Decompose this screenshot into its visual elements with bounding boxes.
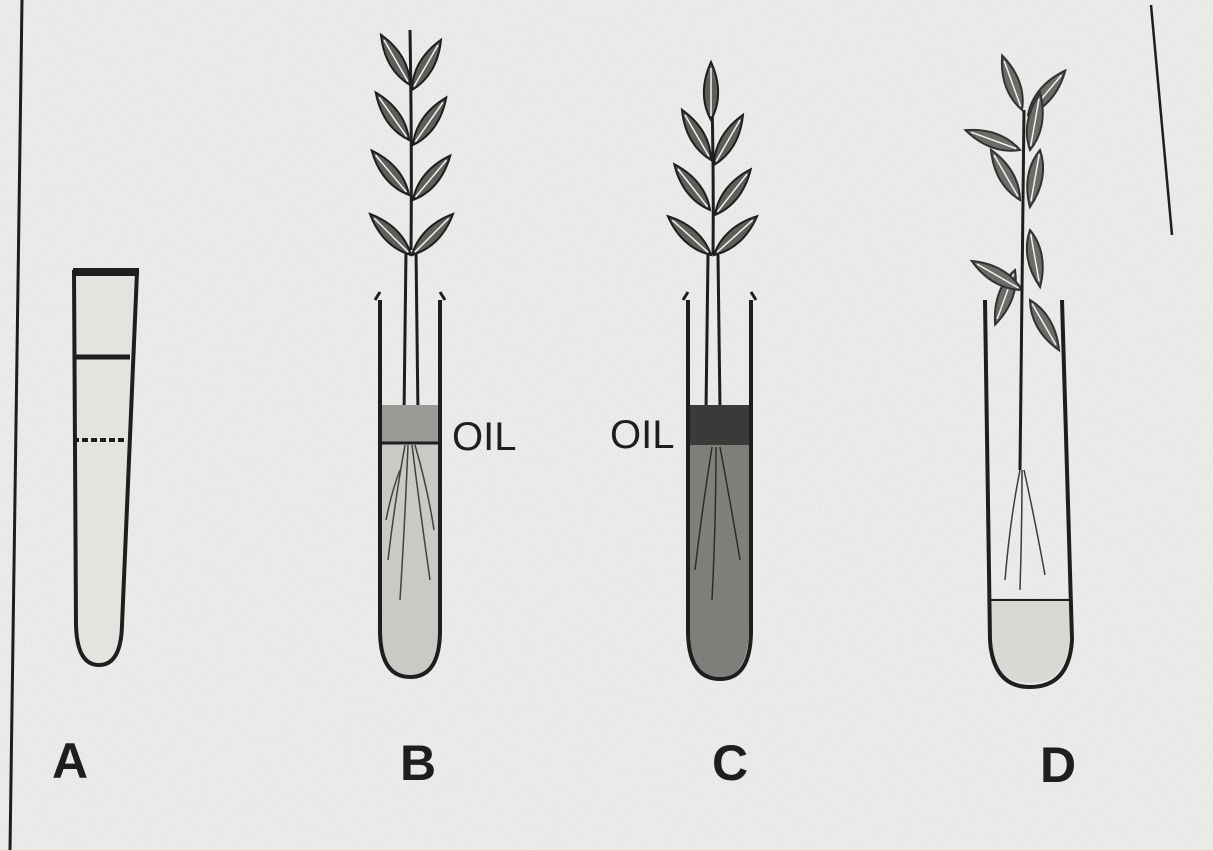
- oil-label-b: OIL: [452, 415, 516, 459]
- panel-label-b: B: [400, 735, 436, 791]
- panel-label-c: C: [712, 735, 748, 791]
- oil-label-c: OIL: [610, 413, 674, 457]
- panel-label-a: A: [52, 733, 88, 789]
- panel-label-d: D: [1040, 737, 1076, 793]
